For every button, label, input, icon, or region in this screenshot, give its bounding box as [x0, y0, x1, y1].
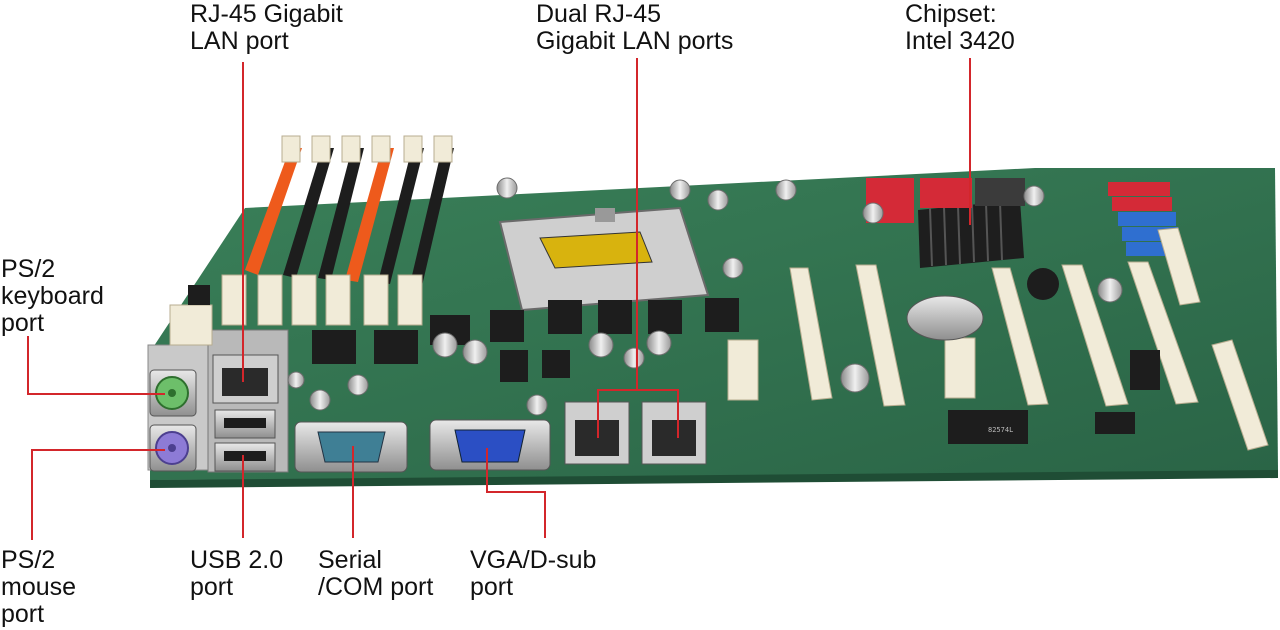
label-ps2-mouse-line-1: PS/2 — [1, 546, 56, 574]
pcb-edge — [150, 470, 1278, 488]
label-vga: VGA/D-sub port — [470, 547, 596, 601]
label-rj45-single-line-2: LAN port — [190, 27, 289, 55]
audio-chip-label: 82574L — [988, 426, 1013, 434]
leader-ps2-keyboard — [27, 336, 165, 395]
label-ps2-mouse-line-3: port — [1, 600, 45, 628]
leader-vga — [486, 448, 546, 538]
label-ps2-keyboard-line-3: port — [1, 309, 45, 337]
label-rj45-dual-line-2: Gigabit LAN ports — [536, 27, 734, 55]
dimm-slots — [245, 148, 454, 286]
label-chipset: Chipset: Intel 3420 — [905, 1, 1015, 55]
label-rj45-single: RJ-45 Gigabit LAN port — [190, 1, 343, 55]
chips — [312, 298, 1160, 444]
label-vga-line-2: port — [470, 573, 514, 601]
cpu-socket — [498, 206, 710, 312]
label-serial-line-2: /COM port — [318, 573, 434, 601]
leader-rj45-dual — [597, 58, 638, 438]
label-chipset-line-1: Chipset: — [905, 0, 997, 28]
label-rj45-dual-line-1: Dual RJ-45 — [536, 0, 662, 28]
cmos-battery — [906, 295, 984, 341]
label-chipset-line-2: Intel 3420 — [905, 27, 1015, 55]
rear-io-ports — [149, 354, 707, 473]
leader-lines — [27, 58, 971, 540]
label-usb-line-2: port — [190, 573, 234, 601]
label-usb-line-1: USB 2.0 — [190, 546, 284, 574]
leader-ps2-mouse — [31, 449, 165, 540]
label-rj45-dual: Dual RJ-45 Gigabit LAN ports — [536, 1, 733, 55]
label-ps2-keyboard-line-2: keyboard — [1, 282, 104, 310]
capacitors — [287, 177, 1123, 416]
expansion-slots — [727, 227, 1269, 451]
label-ps2-mouse: PS/2 mouse port — [1, 547, 76, 628]
label-ps2-mouse-line-2: mouse — [1, 573, 77, 601]
label-serial-line-1: Serial — [318, 546, 382, 574]
label-serial: Serial /COM port — [318, 547, 433, 601]
buzzer — [1027, 268, 1059, 300]
label-vga-line-1: VGA/D-sub — [470, 546, 597, 574]
label-ps2-keyboard: PS/2 keyboard port — [1, 256, 104, 337]
label-ps2-keyboard-line-1: PS/2 — [1, 255, 56, 283]
chipset-heatsink — [918, 200, 1024, 268]
label-usb: USB 2.0 port — [190, 547, 283, 601]
atx-power-connector — [169, 304, 213, 346]
label-rj45-single-line-1: RJ-45 Gigabit — [190, 0, 343, 28]
